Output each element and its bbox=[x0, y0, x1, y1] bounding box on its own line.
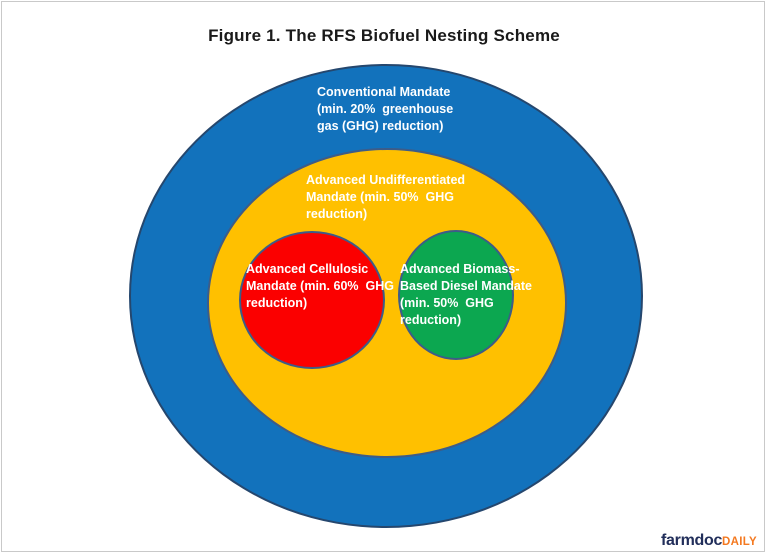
farmdoc-daily-logo: farmdocDAILY bbox=[661, 532, 757, 550]
ellipse-advanced-biomass-based-diesel-mandate bbox=[398, 230, 514, 360]
label-conventional-mandate: Conventional Mandate (min. 20% greenhous… bbox=[317, 85, 454, 133]
label-advanced-cellulosic-mandate: Advanced Cellulosic Mandate (min. 60% GH… bbox=[246, 262, 394, 310]
farmdoc-logo-text: farmdoc bbox=[661, 532, 723, 549]
ellipse-advanced-cellulosic-mandate bbox=[239, 231, 385, 369]
label-advanced-undifferentiated-mandate: Advanced Undifferentiated Mandate (min. … bbox=[306, 173, 466, 221]
figure-title: Figure 1. The RFS Biofuel Nesting Scheme bbox=[208, 26, 560, 45]
daily-logo-text: DAILY bbox=[722, 536, 757, 548]
label-advanced-biomass-based-diesel-mandate: Advanced Biomass- Based Diesel Mandate (… bbox=[400, 262, 532, 327]
